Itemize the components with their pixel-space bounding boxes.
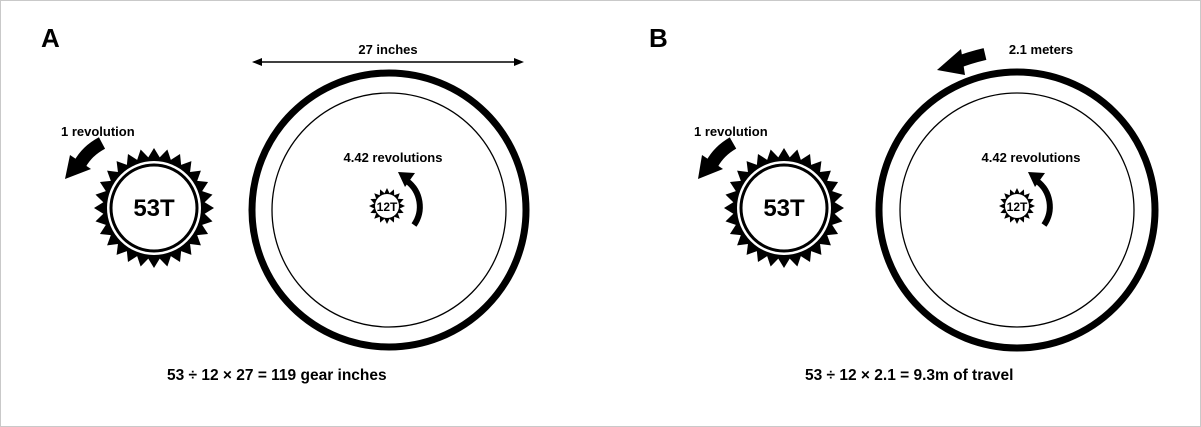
cog-rotation-arrow-icon bbox=[398, 172, 423, 227]
chainring-label: 53T bbox=[763, 195, 805, 222]
panel-a-letter: A bbox=[41, 23, 60, 53]
wheel-b bbox=[875, 68, 1159, 352]
cog-face bbox=[1005, 194, 1029, 218]
wheel-dimension-arrow-icon bbox=[252, 58, 524, 66]
chainring-face bbox=[107, 161, 201, 255]
chainring-face bbox=[737, 161, 831, 255]
chainring-caption: 1 revolution bbox=[694, 124, 768, 139]
cog-label: 12T bbox=[377, 200, 398, 214]
travel-equation: 53 ÷ 12 × 2.1 = 9.3m of travel bbox=[805, 367, 1014, 384]
cog-caption: 4.42 revolutions bbox=[982, 150, 1081, 165]
wheel-travel-arrow-icon bbox=[937, 48, 987, 75]
wheel-tire bbox=[248, 69, 530, 351]
wheel-a bbox=[248, 69, 530, 351]
panel-b-letter: B bbox=[649, 23, 668, 53]
chainring-label: 53T bbox=[133, 195, 175, 222]
panel-b: B 53T 1 revolution bbox=[601, 1, 1201, 426]
wheel-tire bbox=[875, 68, 1159, 352]
gear-inches-equation: 53 ÷ 12 × 27 = 119 gear inches bbox=[167, 367, 387, 384]
wheel-rim bbox=[899, 92, 1135, 328]
chainring-rotation-arrow-icon bbox=[698, 137, 737, 179]
cog-b: 12T bbox=[999, 188, 1035, 224]
chainring-rotation-arrow-icon bbox=[65, 137, 106, 179]
chainring-caption: 1 revolution bbox=[61, 124, 135, 139]
wheel-travel-label: 2.1 meters bbox=[1009, 42, 1073, 57]
panel-a-diagram: 53T 1 revolution 27 inches bbox=[61, 42, 530, 351]
cog-label: 12T bbox=[1007, 200, 1028, 214]
wheel-rim bbox=[271, 92, 507, 328]
cog-a: 12T bbox=[369, 188, 405, 224]
cog-rotation-arrow-icon bbox=[1028, 172, 1053, 227]
wheel-dimension-label: 27 inches bbox=[358, 42, 417, 57]
chainring-b: 53T bbox=[724, 148, 844, 268]
chainring-inner-ring bbox=[109, 163, 199, 253]
cog-caption: 4.42 revolutions bbox=[344, 150, 443, 165]
chainring-a: 53T bbox=[94, 148, 214, 268]
panel-b-diagram: 53T 1 revolution 2.1 meters bbox=[694, 42, 1159, 352]
cog-face bbox=[375, 194, 399, 218]
panel-a: A 53T 1 revolution bbox=[1, 1, 601, 426]
chainring-inner-ring bbox=[739, 163, 829, 253]
